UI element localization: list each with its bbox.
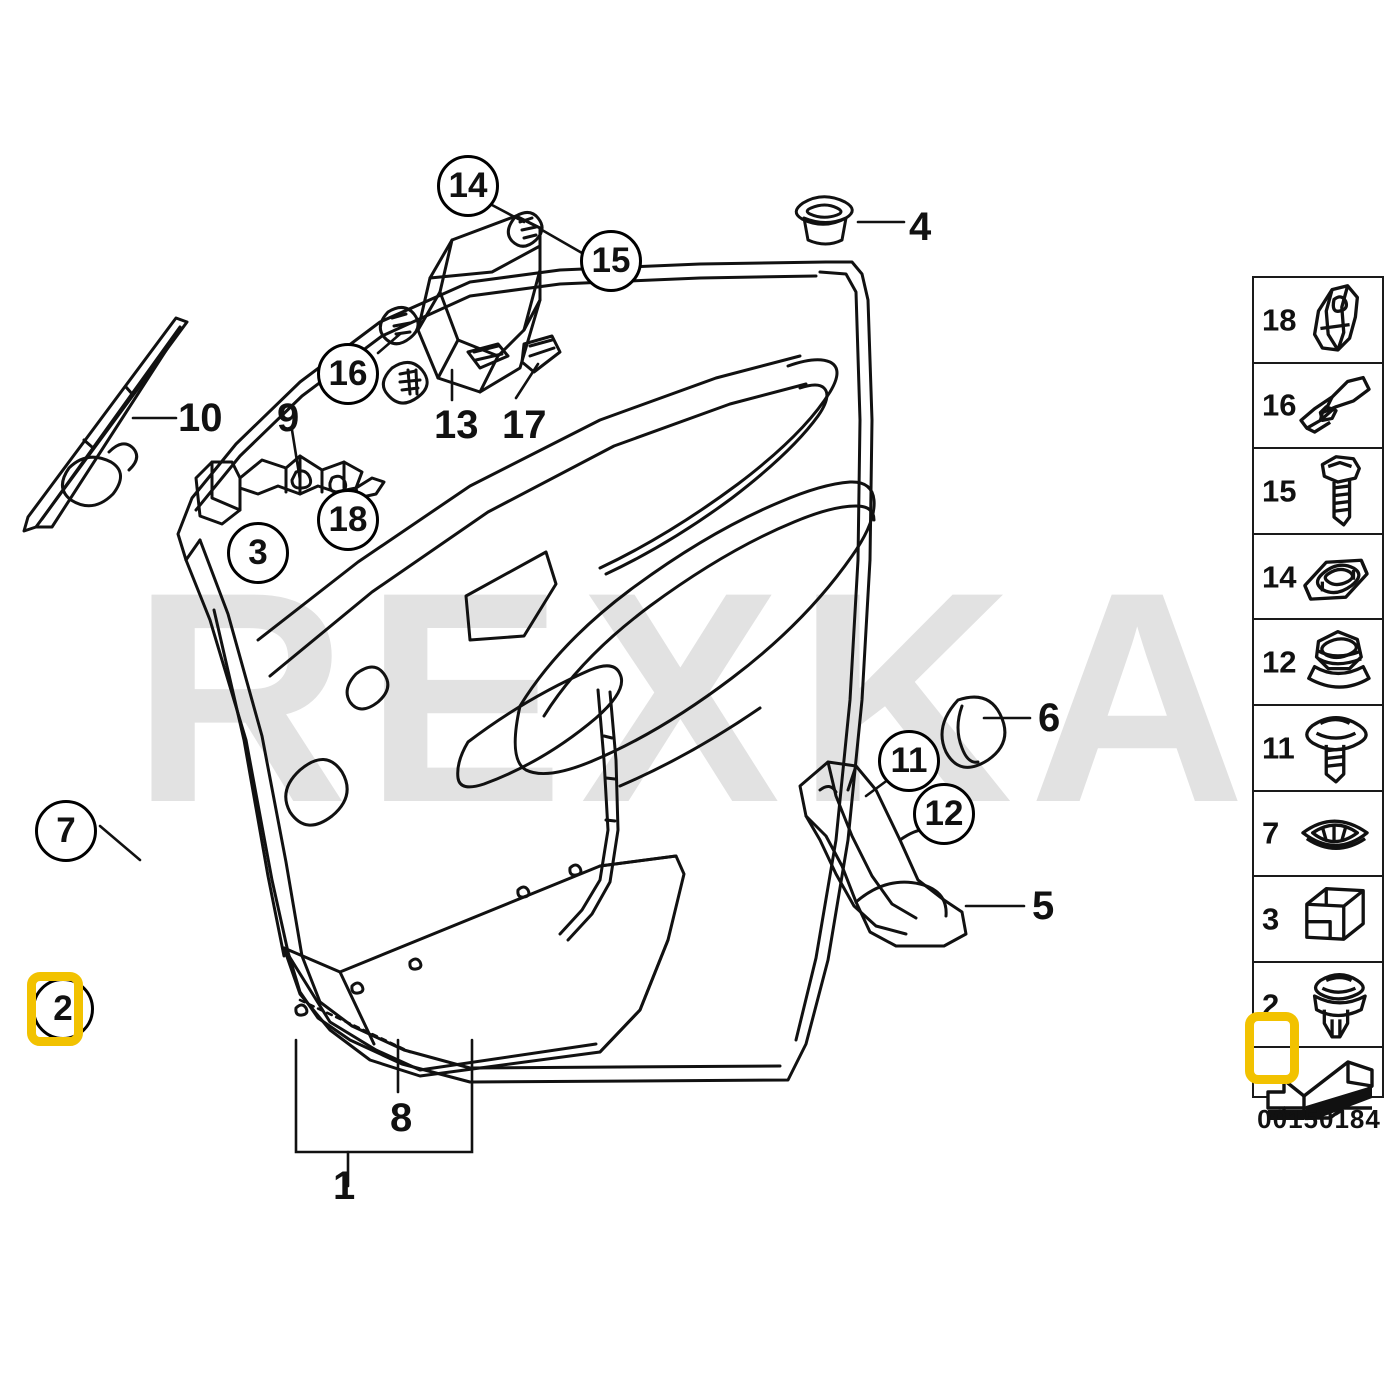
diagram-number: 00150184	[1257, 1104, 1381, 1134]
legend-number-12: 12	[1262, 644, 1297, 680]
callout-9[interactable]: 9	[277, 396, 300, 440]
callout-5[interactable]: 5	[1032, 884, 1055, 928]
callout-2[interactable]: 2	[32, 978, 94, 1040]
callout-12[interactable]: 12	[913, 783, 975, 845]
leader-14	[490, 203, 526, 224]
leader-15	[540, 228, 584, 255]
legend-number-3: 3	[1262, 901, 1280, 937]
spring-clip-icon	[1292, 877, 1378, 961]
part-10-sill-trim	[22, 316, 189, 533]
flange-head-screw-icon	[1292, 706, 1378, 790]
legend-number-15: 15	[1262, 473, 1297, 509]
legend-number-14: 14	[1262, 559, 1297, 595]
legend-row-2[interactable]: 2	[1254, 963, 1382, 1049]
hex-bolt-icon	[1292, 449, 1378, 533]
legend-row-15[interactable]: 15	[1254, 449, 1382, 535]
leader-1-dashed	[298, 998, 412, 1054]
legend-row-12[interactable]: 12	[1254, 620, 1382, 706]
part-1-door-pocket	[282, 854, 686, 1078]
part-6-oval-cap	[940, 695, 1007, 769]
leader-7	[98, 824, 142, 862]
legend-row-16[interactable]: 16	[1254, 364, 1382, 450]
legend-number-2: 2	[1262, 987, 1280, 1023]
callout-10[interactable]: 10	[178, 396, 223, 440]
part-7-door-trim-panel	[176, 260, 876, 1084]
leader-9	[290, 428, 302, 482]
flange-nut-icon	[1292, 620, 1378, 704]
legend-number-7: 7	[1262, 815, 1280, 851]
callout-11[interactable]: 11	[878, 730, 940, 792]
callout-7[interactable]: 7	[35, 800, 97, 862]
callout-3[interactable]: 3	[227, 522, 289, 584]
callout-1[interactable]: 1	[333, 1164, 356, 1208]
arrow-direction-icon	[1258, 1048, 1382, 1134]
leader-16	[376, 332, 402, 355]
legend-row-11[interactable]: 11	[1254, 706, 1382, 792]
part-4-blanking-cap	[794, 195, 854, 246]
part-13-door-handle-assembly	[378, 211, 562, 405]
cage-nut-plate-icon	[1292, 535, 1378, 619]
callout-8[interactable]: 8	[390, 1096, 413, 1140]
callout-13[interactable]: 13	[434, 403, 479, 447]
legend-row-3[interactable]: 3	[1254, 877, 1382, 963]
push-rivet-icon	[1292, 963, 1378, 1047]
bracket-1	[294, 1038, 474, 1154]
callout-18[interactable]: 18	[317, 489, 379, 551]
expansion-washer-icon	[1292, 792, 1378, 876]
legend-row-18[interactable]: 18	[1254, 278, 1382, 364]
legend-row-7[interactable]: 7	[1254, 792, 1382, 878]
legend-number-18: 18	[1262, 302, 1297, 338]
legend-number-11: 11	[1262, 730, 1295, 766]
clip-fastener-icon	[1292, 278, 1378, 362]
callout-17[interactable]: 17	[502, 403, 547, 447]
leader-17	[514, 362, 540, 400]
legend-number-16: 16	[1262, 387, 1297, 423]
legend-panel: 18 16	[1252, 276, 1384, 1121]
callout-16[interactable]: 16	[317, 343, 379, 405]
callout-14[interactable]: 14	[437, 155, 499, 217]
callout-15[interactable]: 15	[580, 230, 642, 292]
legend-row-14[interactable]: 14	[1254, 535, 1382, 621]
legend-row-arrow	[1254, 1048, 1382, 1134]
callout-4[interactable]: 4	[909, 205, 932, 249]
callout-6[interactable]: 6	[1038, 696, 1061, 740]
bracket-clip-icon	[1292, 364, 1378, 448]
